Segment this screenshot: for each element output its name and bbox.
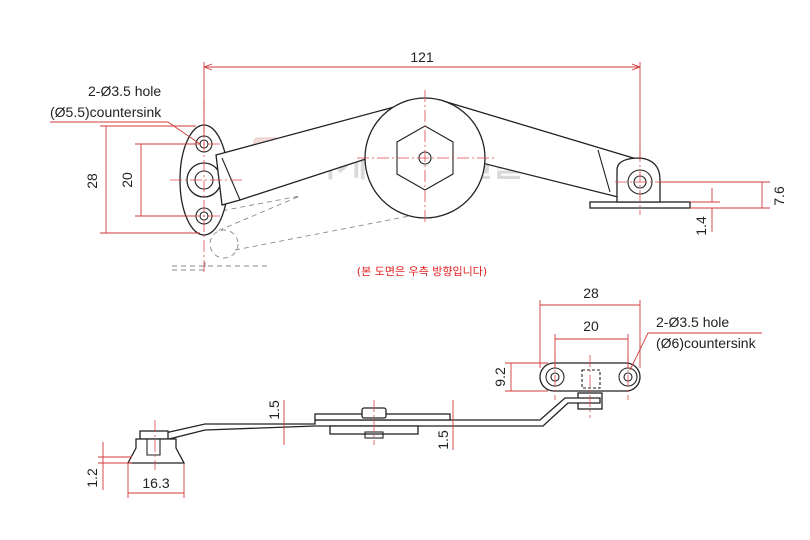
dim-base-width-label: 16.3 bbox=[142, 475, 169, 491]
dim-arm-thickness-left-label: 1.5 bbox=[266, 400, 282, 420]
dim-right-height-label: 7.6 bbox=[771, 186, 787, 206]
dim-arm-thickness-right-label: 1.5 bbox=[435, 430, 451, 450]
dimension-bracket-width: 28 bbox=[539, 285, 641, 368]
dim-left-plate-height-label: 28 bbox=[84, 173, 100, 189]
right-hole-callout: 2-Ø3.5 hole (Ø6)countersink bbox=[629, 314, 762, 371]
folded-position-ghost bbox=[172, 195, 431, 271]
dimension-arm-thickness-left: 1.5 bbox=[266, 400, 285, 445]
side-base-bracket bbox=[126, 430, 186, 464]
dimension-left-hole-pitch: 20 bbox=[119, 143, 196, 217]
left-hole-callout: 2-Ø3.5 hole (Ø5.5)countersink bbox=[50, 83, 201, 145]
dimension-right-plate-thickness: 1.4 bbox=[690, 188, 720, 236]
side-arm-profile bbox=[164, 397, 601, 441]
dimension-arm-thickness-right: 1.5 bbox=[435, 400, 454, 450]
dimension-right-height: 7.6 bbox=[660, 181, 787, 209]
dim-base-height-label: 1.2 bbox=[84, 468, 100, 488]
dim-left-hole-pitch-label: 20 bbox=[119, 172, 135, 188]
dimension-left-plate-height: 28 bbox=[84, 125, 200, 234]
dimension-base-height: 1.2 bbox=[84, 442, 132, 490]
dimension-bracket-height: 9.2 bbox=[492, 362, 548, 392]
right-hole-callout-line1: 2-Ø3.5 hole bbox=[656, 314, 729, 330]
left-hole-callout-line2: (Ø5.5)countersink bbox=[50, 104, 162, 120]
side-view: 28 20 9.2 2-Ø3.5 hole (Ø6)countersink 1.… bbox=[84, 285, 762, 498]
dimension-overall-length: 121 bbox=[203, 49, 641, 160]
dim-bracket-hole-pitch-label: 20 bbox=[583, 318, 599, 334]
right-hole-callout-line2: (Ø6)countersink bbox=[656, 335, 757, 351]
dimension-bracket-hole-pitch: 20 bbox=[554, 318, 629, 368]
top-view: 121 28 20 2-Ø3.5 hole (Ø5.5)countersink bbox=[50, 49, 787, 278]
dim-bracket-height-label: 9.2 bbox=[492, 367, 508, 387]
left-hole-callout-line1: 2-Ø3.5 hole bbox=[88, 83, 161, 99]
dim-right-plate-thickness-label: 1.4 bbox=[693, 216, 709, 236]
dim-overall-length-label: 121 bbox=[410, 49, 434, 65]
dim-bracket-width-label: 28 bbox=[583, 285, 599, 301]
dimension-base-width: 16.3 bbox=[127, 463, 185, 498]
direction-note: (본 도면은 우측 방향입니다) bbox=[357, 265, 487, 278]
